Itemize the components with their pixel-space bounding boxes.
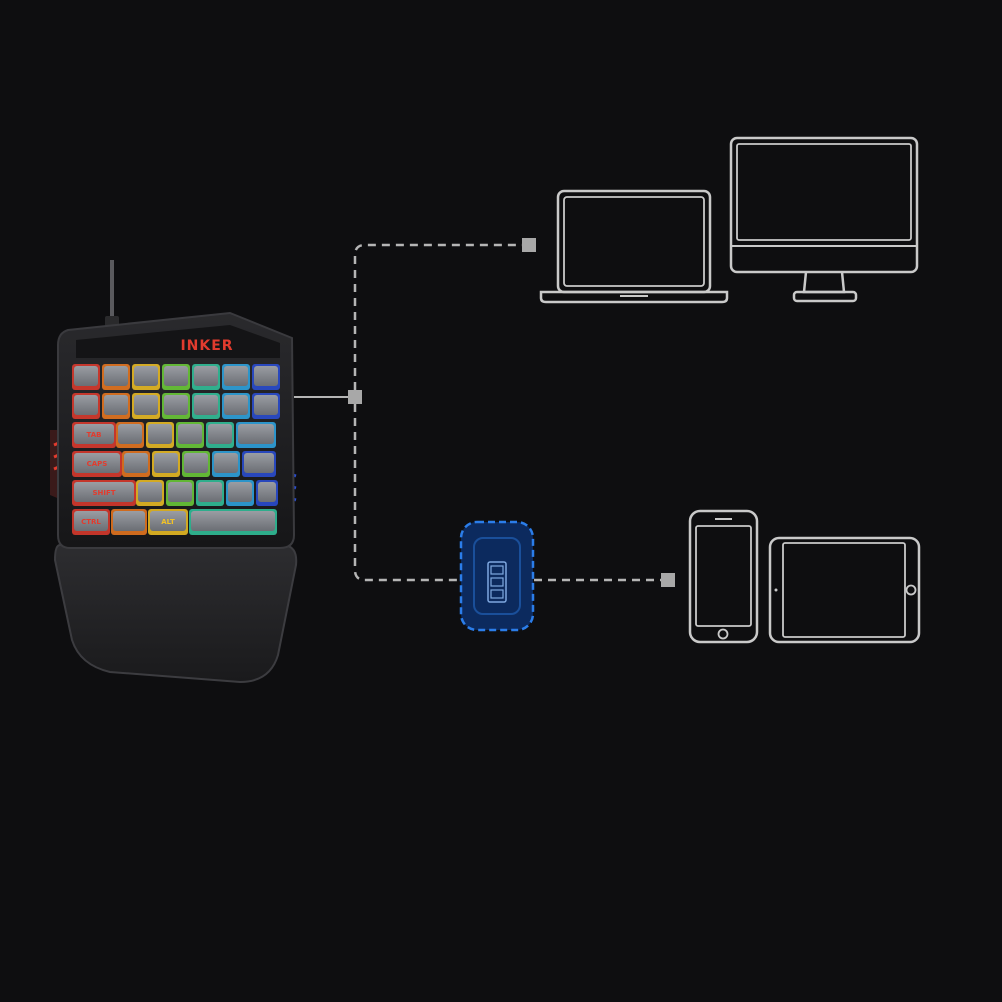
keycap [184, 453, 208, 473]
keycap [104, 366, 128, 386]
hub-node [348, 390, 362, 404]
keycap [138, 482, 162, 502]
usb-adapter-icon [459, 520, 535, 632]
monitor-icon [729, 136, 919, 303]
keycap [208, 424, 232, 444]
keycap [164, 395, 188, 415]
brand-logo: INKER [180, 338, 233, 354]
keycap [118, 424, 142, 444]
keycap [254, 366, 278, 386]
keycap [104, 395, 128, 415]
keycap [258, 482, 276, 502]
upper-dashed-link [353, 243, 522, 390]
keycap [191, 511, 275, 531]
keycap [198, 482, 222, 502]
brand-plate [76, 325, 280, 358]
keycap [254, 395, 278, 415]
keycap [194, 395, 218, 415]
key-grid: TAB CAPS SHIFT CTRL ALT [72, 364, 280, 535]
keycap [214, 453, 238, 473]
key-label-tab: TAB [87, 431, 102, 439]
keycap [74, 511, 108, 531]
keycap [228, 482, 252, 502]
keycap [148, 424, 172, 444]
keycap [74, 424, 114, 444]
keycap [134, 395, 158, 415]
gaming-keyboard: INKER TAB CAPS SHIFT CTRL ALT [50, 260, 298, 684]
key-label-alt: ALT [161, 518, 175, 526]
keycap [168, 482, 192, 502]
lower-dashed-link-left [353, 404, 460, 582]
key-label-caps: CAPS [87, 460, 108, 468]
keycap [238, 424, 274, 444]
keycap [74, 366, 98, 386]
keycap [74, 482, 134, 502]
keycap [224, 366, 248, 386]
keycap [74, 453, 120, 473]
keycap [124, 453, 148, 473]
keycap [154, 453, 178, 473]
keycap [164, 366, 188, 386]
computer-node [522, 238, 536, 252]
laptop-icon [539, 189, 729, 304]
keycap [178, 424, 202, 444]
keycap [134, 366, 158, 386]
keycap [150, 511, 186, 531]
palm-rest [53, 544, 298, 684]
keycap [244, 453, 274, 473]
connection-lines [294, 238, 675, 587]
mobile-node [661, 573, 675, 587]
key-label-ctrl: CTRL [81, 518, 101, 526]
key-label-shift: SHIFT [92, 489, 115, 497]
keycap [74, 395, 98, 415]
tablet-icon [768, 536, 921, 644]
phone-icon [688, 509, 759, 644]
keycap [194, 366, 218, 386]
keycap [113, 511, 145, 531]
keycap [224, 395, 248, 415]
